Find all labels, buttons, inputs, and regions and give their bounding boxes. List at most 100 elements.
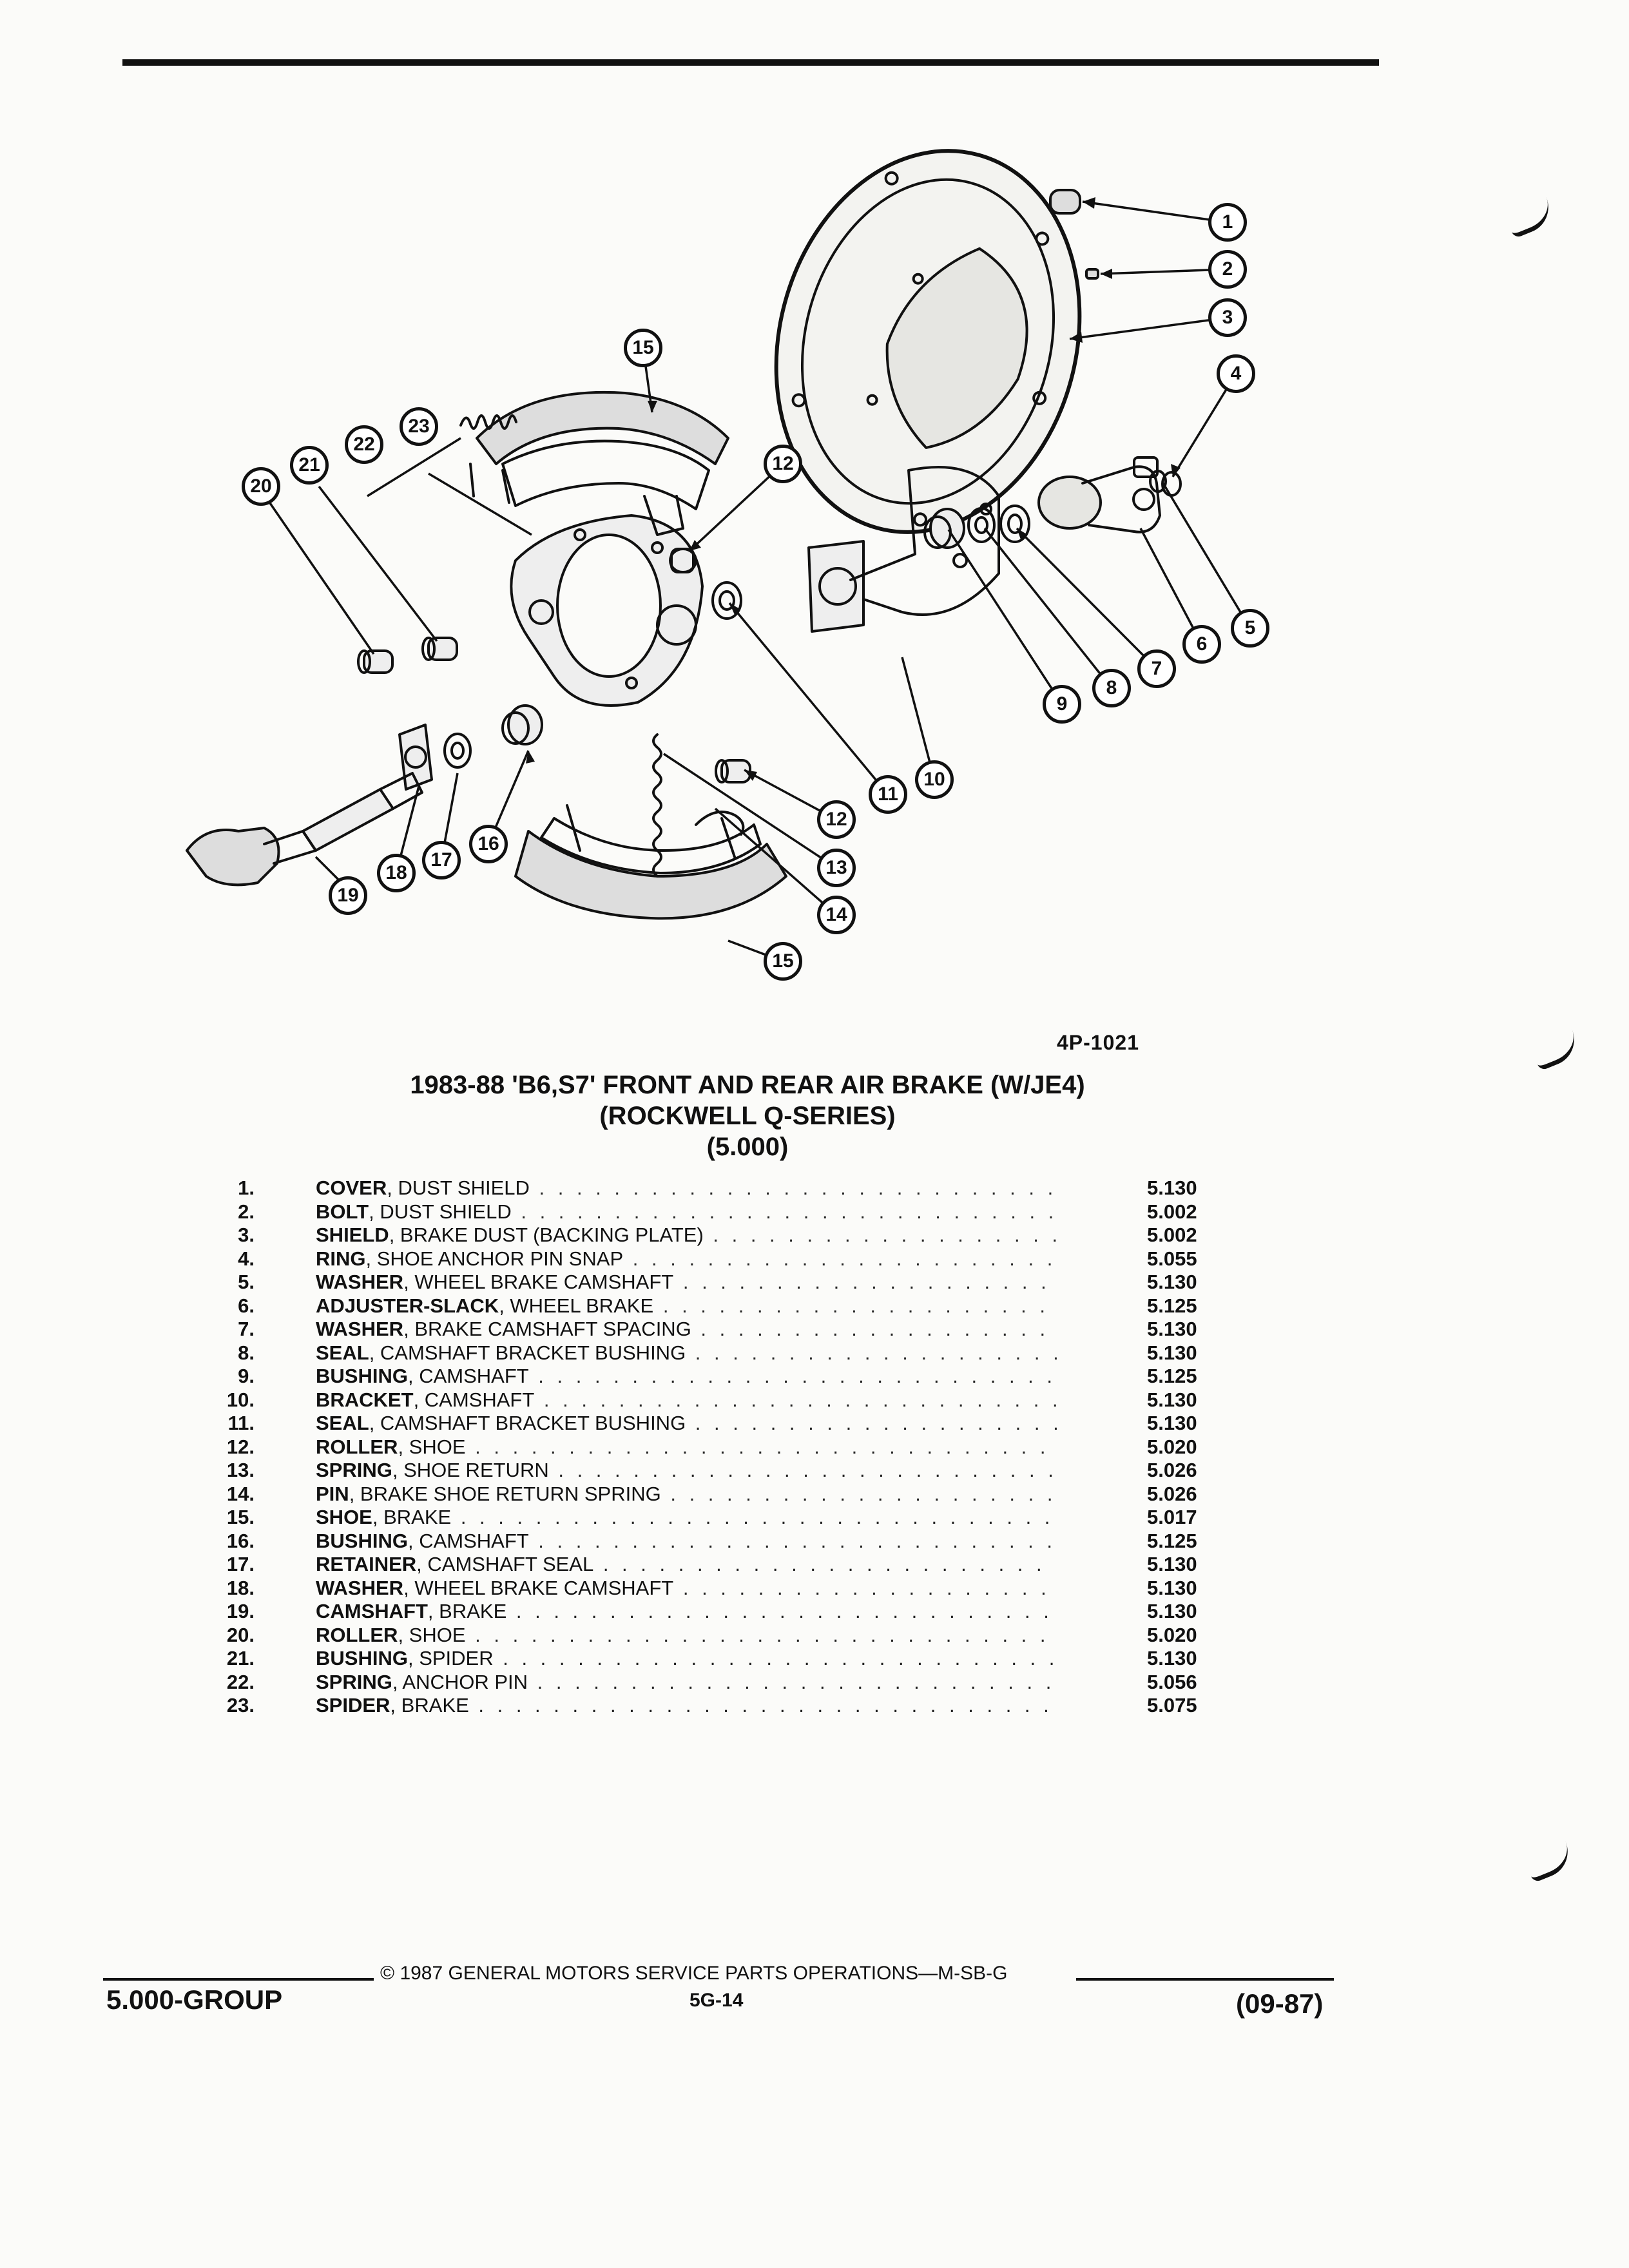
part-description: SHOE, BRAKE . . . . . . . . . . . . . . …	[316, 1506, 1057, 1530]
table-row: 19.CAMSHAFT, BRAKE . . . . . . . . . . .…	[206, 1600, 1231, 1624]
callout-number: 21	[298, 454, 320, 476]
part-comma: ,	[392, 1459, 404, 1481]
part-description: BOLT, DUST SHIELD . . . . . . . . . . . …	[316, 1200, 1057, 1224]
table-row: 1.COVER, DUST SHIELD . . . . . . . . . .…	[206, 1177, 1231, 1200]
top-rule	[122, 59, 1379, 66]
part-description: SPIDER, BRAKE . . . . . . . . . . . . . …	[316, 1694, 1057, 1718]
part-number: 23.	[226, 1694, 255, 1716]
part-name: CAMSHAFT	[316, 1600, 428, 1622]
part-desc-text: CAMSHAFT	[424, 1388, 535, 1411]
part-number: 5.	[238, 1271, 255, 1293]
slack-adjuster-part	[1037, 456, 1161, 533]
camshaft-bushing-16-part	[501, 704, 543, 745]
part-comma: ,	[349, 1482, 360, 1505]
camshaft-seal-retainer-part	[443, 733, 472, 769]
table-row: 6.ADJUSTER-SLACK, WHEEL BRAKE . . . . . …	[206, 1294, 1231, 1318]
part-comma: ,	[369, 1341, 380, 1364]
part-name: BUSHING	[316, 1529, 408, 1552]
dot-leader: . . . . . . . . . . . . . . . . . . . . …	[662, 1294, 1057, 1317]
part-desc-text: CAMSHAFT	[419, 1529, 529, 1552]
part-desc-text: ANCHOR PIN	[402, 1670, 528, 1693]
part-desc-text: BRAKE CAMSHAFT SPACING	[414, 1318, 691, 1340]
part-group-number: 5.125	[1147, 1529, 1197, 1552]
part-name: SHIELD	[316, 1224, 389, 1246]
callout-number: 22	[353, 434, 375, 455]
figure-reference-code: 4P-1021	[1057, 1031, 1139, 1054]
callout-20: 20	[242, 467, 280, 506]
dot-leader: . . . . . . . . . . . . . . . . . . . . …	[537, 1670, 1057, 1693]
part-comma: ,	[407, 1647, 419, 1669]
dot-leader: . . . . . . . . . . . . . . . . . . . . …	[670, 1482, 1057, 1505]
callout-23: 23	[400, 407, 438, 446]
part-number: 18.	[226, 1576, 255, 1599]
dot-leader: . . . . . . . . . . . . . . . . . . . . …	[475, 1435, 1057, 1458]
part-group-number: 5.017	[1147, 1506, 1197, 1528]
footer-date: (09-87)	[1236, 1988, 1324, 2019]
footer-group-code: 5.000-GROUP	[106, 1984, 283, 2015]
callout-18: 18	[377, 854, 416, 892]
part-description: CAMSHAFT, BRAKE . . . . . . . . . . . . …	[316, 1600, 1057, 1624]
table-row: 11.SEAL, CAMSHAFT BRACKET BUSHING . . . …	[206, 1412, 1231, 1436]
callout-6: 6	[1182, 625, 1221, 664]
part-group-number: 5.130	[1147, 1576, 1197, 1599]
callout-1: 1	[1208, 203, 1247, 242]
callout-number: 15	[632, 337, 654, 358]
part-name: COVER	[316, 1177, 387, 1199]
title-line-1: 1983-88 'B6,S7' FRONT AND REAR AIR BRAKE…	[410, 1071, 1085, 1099]
part-group-number: 5.130	[1147, 1553, 1197, 1575]
brake-camshaft-part	[186, 772, 423, 887]
part-description: SPRING, ANCHOR PIN . . . . . . . . . . .…	[316, 1671, 1057, 1695]
table-row: 2. BOLT, DUST SHIELD . . . . . . . . . . …	[206, 1200, 1231, 1224]
part-comma: ,	[403, 1271, 415, 1293]
part-number: 2.	[238, 1200, 255, 1223]
callout-number: 11	[878, 783, 898, 805]
part-group-number: 5.020	[1147, 1623, 1197, 1646]
dot-leader: . . . . . . . . . . . . . . . . . . . . …	[538, 1529, 1057, 1552]
part-group-number: 5.130	[1147, 1271, 1197, 1293]
part-description: ROLLER, SHOE . . . . . . . . . . . . . .…	[316, 1624, 1057, 1648]
part-number: 12.	[226, 1435, 255, 1458]
callout-number: 1	[1222, 211, 1233, 233]
dot-leader: . . . . . . . . . . . . . . . . . . . . …	[460, 1506, 1057, 1528]
table-row: 18.WASHER, WHEEL BRAKE CAMSHAFT . . . . …	[206, 1577, 1231, 1600]
callout-15: 15	[764, 942, 802, 981]
footer-page-number: 5G-14	[689, 1990, 744, 2011]
shoe-roller-20-part	[357, 649, 394, 674]
part-description: SHIELD, BRAKE DUST (BACKING PLATE) . . .…	[316, 1224, 1057, 1247]
part-number: 3.	[238, 1224, 255, 1246]
part-number: 6.	[238, 1294, 255, 1317]
spider-bushing-part	[421, 637, 458, 661]
dot-leader: . . . . . . . . . . . . . . . . . . . . …	[538, 1365, 1057, 1387]
table-row: 20.ROLLER, SHOE . . . . . . . . . . . . …	[206, 1624, 1231, 1648]
lower-brake-shoe-part	[514, 804, 787, 920]
binding-mark	[1523, 1841, 1576, 1883]
part-description: COVER, DUST SHIELD . . . . . . . . . . .…	[316, 1177, 1057, 1200]
part-description: BUSHING, CAMSHAFT . . . . . . . . . . . …	[316, 1365, 1057, 1389]
part-group-number: 5.002	[1147, 1200, 1197, 1223]
callout-number: 18	[385, 862, 407, 883]
part-name: SEAL	[316, 1341, 369, 1364]
part-number: 9.	[238, 1365, 255, 1387]
part-comma: ,	[369, 1200, 380, 1223]
table-row: 15.SHOE, BRAKE . . . . . . . . . . . . .…	[206, 1506, 1231, 1530]
part-name: ROLLER	[316, 1623, 398, 1646]
callout-7: 7	[1137, 649, 1176, 688]
dot-leader: . . . . . . . . . . . . . . . . . . . . …	[695, 1341, 1057, 1364]
callout-number: 3	[1222, 307, 1233, 328]
dot-leader: . . . . . . . . . . . . . . . . . . . . …	[682, 1271, 1057, 1293]
part-name: BOLT	[316, 1200, 369, 1223]
part-group-number: 5.130	[1147, 1412, 1197, 1434]
callout-number: 15	[772, 950, 794, 972]
part-description: ROLLER, SHOE . . . . . . . . . . . . . .…	[316, 1436, 1057, 1459]
part-description: RETAINER, CAMSHAFT SEAL . . . . . . . . …	[316, 1553, 1057, 1577]
callout-number: 8	[1106, 677, 1117, 698]
part-desc-text: SHOE ANCHOR PIN SNAP	[376, 1247, 624, 1270]
part-description: BUSHING, SPIDER . . . . . . . . . . . . …	[316, 1647, 1057, 1671]
part-comma: ,	[403, 1576, 415, 1599]
dot-leader: . . . . . . . . . . . . . . . . . . . . …	[521, 1200, 1057, 1223]
part-desc-text: BRAKE	[383, 1506, 452, 1528]
callout-12: 12	[764, 445, 802, 483]
table-row: 4.RING, SHOE ANCHOR PIN SNAP . . . . . .…	[206, 1247, 1231, 1271]
part-name: SEAL	[316, 1412, 369, 1434]
callout-number: 6	[1196, 633, 1208, 655]
